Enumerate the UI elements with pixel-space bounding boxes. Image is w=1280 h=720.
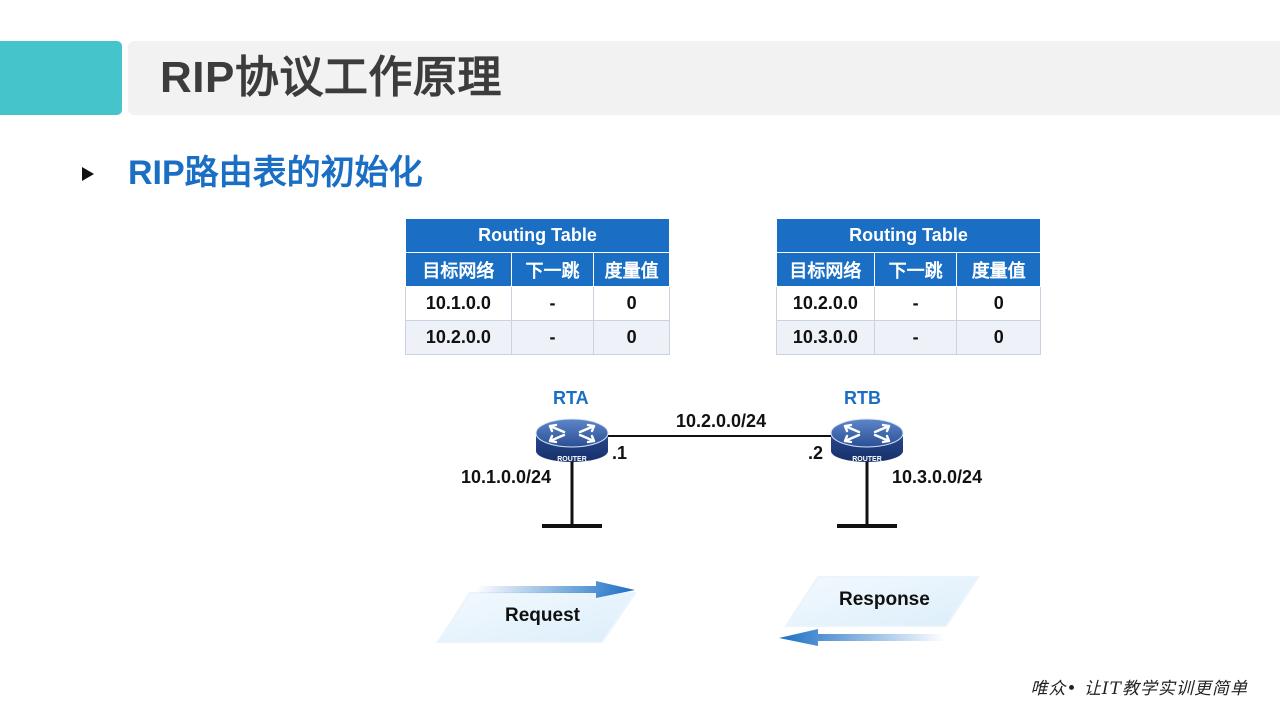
router-label-rtb: RTB: [844, 388, 881, 408]
footer-slogan: 唯众• 让IT教学实训更简单: [1030, 679, 1248, 699]
column-header-metric: 度量值: [593, 252, 670, 287]
cell-next-hop: -: [510, 320, 595, 355]
response-arrow-icon: [779, 629, 945, 646]
request-label: Request: [505, 605, 580, 626]
router-badge: ROUTER: [852, 456, 882, 463]
router-label-rta: RTA: [553, 388, 589, 408]
column-header-next-hop: 下一跳: [873, 252, 958, 287]
bullet-triangle-icon: [82, 167, 94, 181]
router-rtb-icon: ROUTER: [830, 418, 904, 463]
cell-destination: 10.2.0.0: [405, 320, 512, 355]
rta-lan-label: 10.1.0.0/24: [461, 467, 552, 487]
cell-metric: 0: [956, 320, 1041, 355]
page-title: RIP协议工作原理: [160, 53, 502, 102]
title-accent-block: [0, 41, 122, 115]
response-message-panel: [784, 576, 980, 627]
cell-next-hop: -: [873, 320, 958, 355]
table-row: 10.2.0.0 - 0: [776, 286, 1041, 321]
table-row: 10.2.0.0 - 0: [405, 320, 670, 355]
table-row: 10.3.0.0 - 0: [776, 320, 1041, 355]
section-subtitle: RIP路由表的初始化: [128, 154, 423, 192]
link-network-label: 10.2.0.0/24: [676, 411, 767, 431]
column-header-next-hop: 下一跳: [510, 252, 595, 287]
cell-next-hop: -: [510, 286, 595, 321]
routing-table-title: Routing Table: [776, 218, 1041, 253]
router-badge: ROUTER: [557, 456, 587, 463]
routing-table-rtb: Routing Table 目标网络 下一跳 度量值 10.2.0.0 - 0 …: [776, 218, 1041, 355]
column-header-destination: 目标网络: [405, 252, 512, 287]
column-header-destination: 目标网络: [776, 252, 875, 287]
cell-destination: 10.1.0.0: [405, 286, 512, 321]
response-label: Response: [839, 589, 930, 610]
request-arrow-icon: [475, 581, 635, 598]
cell-destination: 10.3.0.0: [776, 320, 875, 355]
rta-interface-label: .1: [612, 443, 628, 463]
routing-table-rta: Routing Table 目标网络 下一跳 度量值 10.1.0.0 - 0 …: [405, 218, 670, 355]
router-rta-icon: ROUTER: [535, 418, 609, 463]
cell-metric: 0: [593, 320, 670, 355]
cell-destination: 10.2.0.0: [776, 286, 875, 321]
title-bar: [128, 41, 1280, 115]
rtb-interface-label: .2: [808, 443, 824, 463]
rtb-lan-label: 10.3.0.0/24: [892, 467, 983, 487]
cell-metric: 0: [956, 286, 1041, 321]
